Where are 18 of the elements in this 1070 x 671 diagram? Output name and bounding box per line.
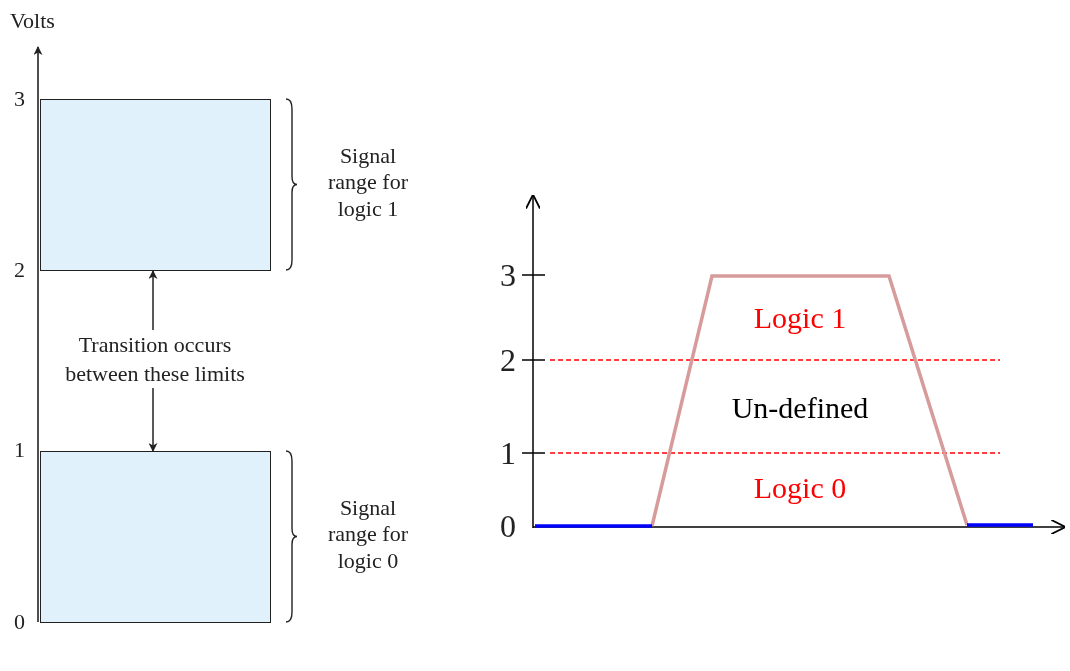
signal-range-band <box>40 451 271 623</box>
level-label: Un-defined <box>730 390 870 426</box>
range-label: Signal range for logic 0 <box>327 495 409 575</box>
tick-label: 0 <box>14 609 25 635</box>
arrow <box>148 387 158 452</box>
range-label: Signal range for logic 1 <box>327 143 409 223</box>
level-label: Logic 1 <box>752 300 848 336</box>
tick-label: 3 <box>500 257 516 294</box>
tick-label: 1 <box>14 437 25 463</box>
level-label: Logic 0 <box>752 470 848 506</box>
tick-label: 2 <box>14 257 25 283</box>
signal-range-band <box>40 99 271 271</box>
tick-label: 3 <box>14 86 25 112</box>
tick-label: 1 <box>500 435 516 472</box>
arrow <box>148 270 158 331</box>
tick-label: 2 <box>500 342 516 379</box>
tick-label: 0 <box>500 508 516 545</box>
axis-title: Volts <box>10 8 55 34</box>
